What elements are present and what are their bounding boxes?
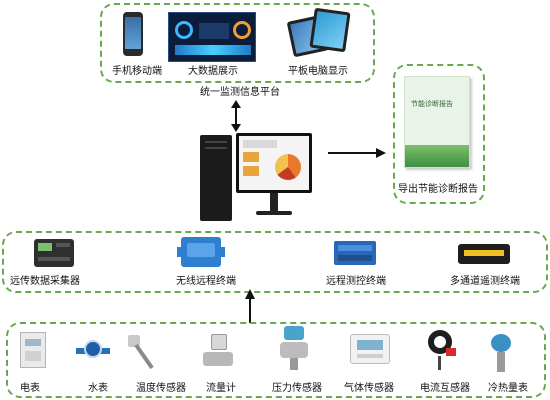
- report-caption: 导出节能诊断报告: [398, 184, 478, 195]
- heat-meter-image: [488, 334, 514, 372]
- current-transformer-image: [424, 330, 458, 370]
- big-data-label: 大数据展示: [188, 66, 238, 77]
- pressure-sensor-image: [278, 326, 310, 372]
- data-collector-label: 远传数据采集器: [10, 276, 80, 287]
- temperature-sensor-image: [126, 335, 158, 370]
- tablet-label: 平板电脑显示: [288, 66, 348, 77]
- flow-meter-label: 流量计: [206, 383, 236, 394]
- big-data-dashboard-image: [168, 12, 256, 62]
- report-cover-title: 节能诊断报告: [411, 100, 453, 108]
- mobile-phone-label: 手机移动端: [112, 66, 162, 77]
- heat-meter-label: 冷热量表: [488, 383, 528, 394]
- bidirectional-arrow: [231, 100, 241, 132]
- right-arrow: [328, 148, 386, 158]
- pressure-sensor-label: 压力传感器: [272, 383, 322, 394]
- electric-meter-label: 电表: [20, 383, 40, 394]
- electric-meter-image: [20, 332, 46, 368]
- multichannel-terminal-image: [458, 244, 510, 264]
- water-meter-label: 水表: [88, 383, 108, 394]
- data-collector-image: [34, 239, 74, 267]
- remote-control-terminal-label: 远程测控终端: [326, 276, 386, 287]
- flow-meter-image: [203, 334, 233, 370]
- mobile-phone-image: [123, 12, 143, 56]
- wireless-terminal-image: [177, 237, 225, 267]
- report-group: [393, 64, 485, 204]
- remote-control-terminal-image: [334, 241, 376, 265]
- display-devices-group: [100, 3, 375, 83]
- water-meter-image: [76, 340, 110, 362]
- up-arrow: [245, 289, 255, 323]
- gas-sensor-image: [350, 334, 390, 364]
- tablet-image: [286, 7, 351, 58]
- platform-caption: 统一监测信息平台: [200, 87, 280, 98]
- computer-image: [200, 133, 312, 225]
- gas-sensor-label: 气体传感器: [344, 383, 394, 394]
- current-transformer-label: 电流互感器: [420, 383, 470, 394]
- report-cover-image: 节能诊断报告: [404, 76, 470, 168]
- sensors-group: [6, 322, 546, 398]
- multichannel-terminal-label: 多通道遥测终端: [450, 276, 520, 287]
- wireless-terminal-label: 无线远程终端: [176, 276, 236, 287]
- terminals-group: [2, 231, 548, 293]
- temperature-sensor-label: 温度传感器: [136, 383, 186, 394]
